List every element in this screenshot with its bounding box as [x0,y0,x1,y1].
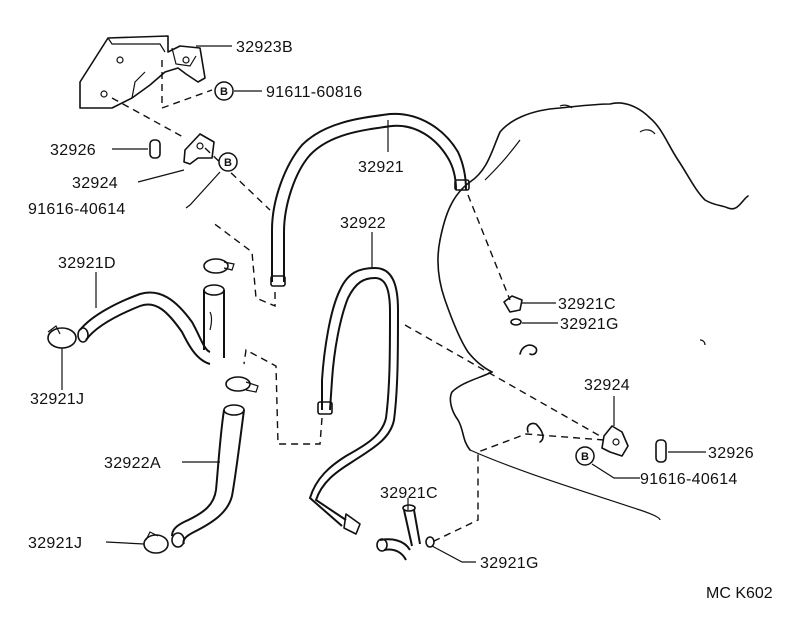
label-91616-40614-left: 91616-40614 [28,201,126,218]
leader-91616-40614-right [591,463,640,479]
pipe-32922 [308,266,400,535]
oring-32921G-bottom [425,536,435,548]
svg-text:B: B [220,86,228,98]
clamp-32921J-top [47,325,77,349]
fitting-32921C-top [503,295,523,313]
label-32921G-top: 32921G [560,316,619,333]
hook-piece-1 [519,344,538,356]
dashed-guide-7 [404,324,601,437]
dashed-guide-6 [243,348,323,445]
label-32921: 32921 [358,159,404,176]
pin-32926-left [149,139,161,159]
label-32923B: 32923B [236,39,293,56]
clamp-upper-32922A [225,376,259,393]
label-32926-left: 32926 [50,142,96,159]
label-32921J-top: 32921J [30,391,84,408]
label-91611-60816: 91611-60816 [266,84,362,101]
clamp-upper-32921D [203,258,235,274]
dashed-guide-5 [211,221,276,308]
oring-32921G-top [510,318,522,326]
bracket-32923B [79,35,206,109]
bolt-mark-b-3: B [575,446,595,466]
label-32926-right: 32926 [708,445,754,462]
label-32924-right: 32924 [584,377,630,394]
dashed-guide-2 [161,60,213,109]
label-32921G-bottom: 32921G [480,555,539,572]
label-32921J-bottom: 32921J [28,535,82,552]
diagram-code: MC K602 [706,585,773,602]
label-32924-left: 32924 [72,175,118,192]
svg-text:B: B [581,451,589,463]
dashed-guide-1 [111,97,186,139]
label-32921D: 32921D [58,255,116,272]
bolt-mark-b-2: B [218,152,238,172]
label-91616-40614-right: 91616-40614 [640,471,738,488]
clamp-32921J-bottom [143,531,169,554]
dashed-guide-8 [431,433,605,543]
dashed-guide-3 [204,147,271,211]
engine-outline [437,102,749,521]
hose-32921D [77,284,225,365]
label-32921C-bottom: 32921C [380,485,438,502]
leader-91616-40614-left [185,171,221,209]
clamp-32924-right [601,425,629,457]
hose-32921C-bottom [376,504,421,561]
leader-32921J-bottom [105,541,145,545]
svg-text:B: B [224,157,232,169]
label-32922: 32922 [340,215,386,232]
leader-32924-left [137,169,185,183]
pipe-32921 [270,112,470,287]
hook-piece-2 [526,422,544,443]
label-32921C-top: 32921C [558,296,616,313]
pin-32926-right [655,439,667,463]
label-32922A: 32922A [104,455,161,472]
dashed-guide-4 [467,194,511,301]
hose-32922A [171,404,245,548]
leader-32921G-bottom [431,545,476,563]
clamp-32924-left [183,133,215,165]
bolt-mark-b-1: B [214,81,234,101]
